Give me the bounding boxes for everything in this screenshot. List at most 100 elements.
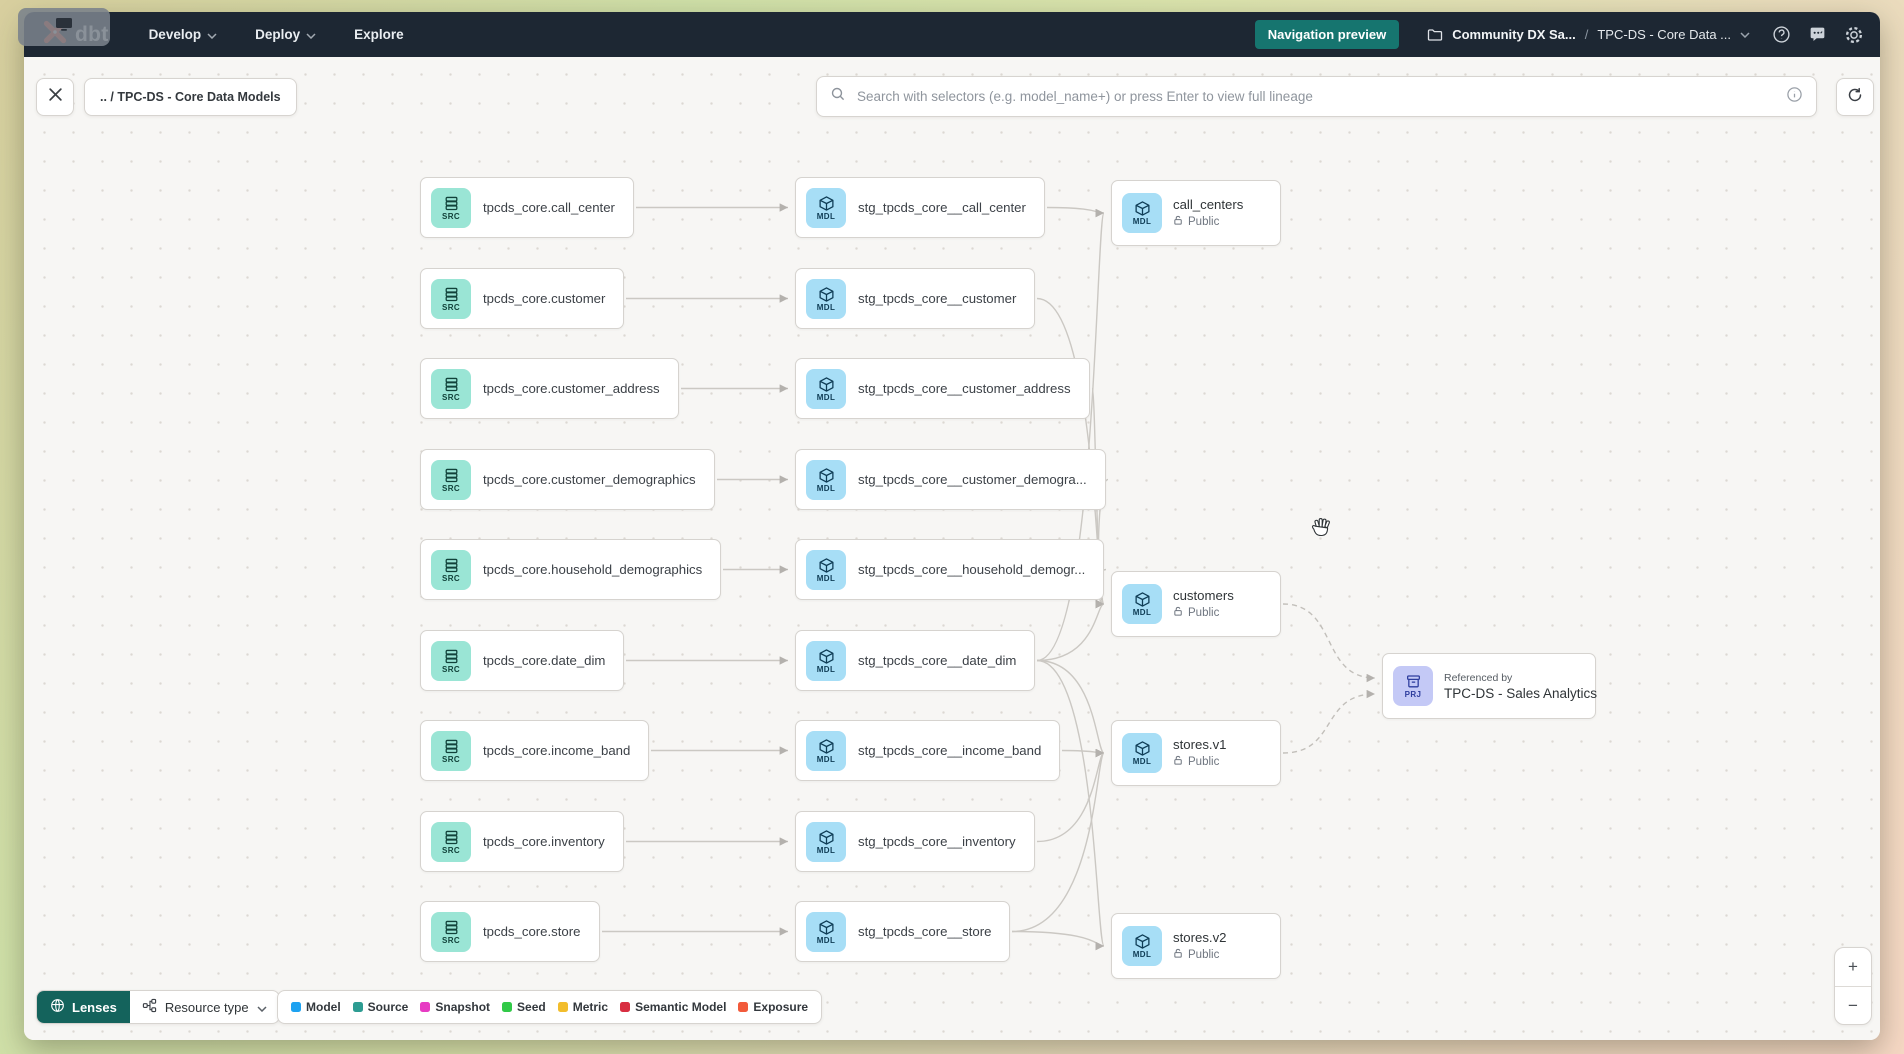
node-badge: MDL (816, 845, 836, 855)
node-badge: MDL (1132, 950, 1152, 959)
nav-item-label: Develop (148, 27, 202, 42)
node-badge: SRC (441, 664, 461, 674)
model-cube-icon: MDL (1122, 193, 1162, 233)
legend-item-source: Source (352, 1000, 409, 1014)
access-badge: Public (1173, 606, 1234, 620)
source-node[interactable]: SRC tpcds_core.household_demographics (420, 539, 722, 600)
zoom-in-button[interactable]: + (1848, 957, 1858, 976)
zoom-out-button[interactable]: − (1835, 986, 1871, 1024)
feedback-icon[interactable] (1808, 25, 1827, 44)
public-model-text: stores.v2 Public (1173, 930, 1227, 962)
lock-open-icon (1173, 948, 1184, 962)
model-cube-icon: MDL (806, 278, 846, 319)
node-badge: SRC (441, 483, 461, 493)
model-cube-icon: MDL (806, 911, 846, 952)
node-badge: MDL (816, 664, 836, 674)
node-badge: MDL (816, 392, 836, 402)
legend-label: Exposure (753, 1000, 809, 1014)
public-model-node[interactable]: MDL stores.v1 Public (1111, 720, 1281, 786)
nav-item-explore[interactable]: Explore (354, 27, 404, 42)
chevron-down-icon (257, 1000, 267, 1015)
public-model-node[interactable]: MDL stores.v2 Public (1111, 913, 1281, 979)
database-icon: SRC (431, 549, 471, 590)
resource-type-dropdown[interactable]: Resource type (130, 991, 279, 1023)
close-button[interactable] (36, 78, 74, 116)
node-badge: MDL (816, 302, 836, 312)
public-model-text: call_centers Public (1173, 197, 1243, 229)
legend-swatch (620, 1002, 631, 1012)
close-icon (48, 87, 63, 107)
lenses-button[interactable]: Lenses (37, 991, 130, 1023)
source-node[interactable]: SRC tpcds_core.customer (420, 268, 625, 329)
database-icon: SRC (431, 911, 471, 952)
zoom-controls: + − (1834, 947, 1872, 1025)
lineage-breadcrumb[interactable]: .. / TPC-DS - Core Data Models (84, 78, 297, 116)
breadcrumb-project[interactable]: Community DX Sa... (1452, 27, 1576, 42)
public-model-node[interactable]: MDL customers Public (1111, 571, 1281, 637)
public-model-node[interactable]: MDL call_centers Public (1111, 180, 1281, 246)
nav-item-label: Deploy (255, 27, 301, 42)
node-badge: MDL (816, 211, 836, 221)
staging-model-node[interactable]: MDL stg_tpcds_core__inventory (795, 811, 1035, 872)
node-label: stg_tpcds_core__customer (858, 291, 1017, 306)
node-badge: SRC (441, 302, 461, 312)
navigation-preview-button[interactable]: Navigation preview (1254, 20, 1400, 49)
model-cube-icon: MDL (806, 549, 846, 590)
node-label: stg_tpcds_core__inventory (858, 834, 1016, 849)
breadcrumb-page[interactable]: TPC-DS - Core Data ... (1597, 27, 1731, 42)
node-label: stg_tpcds_core__household_demogr... (858, 562, 1086, 577)
lock-open-icon (1173, 755, 1184, 769)
source-node[interactable]: SRC tpcds_core.customer_demographics (420, 449, 715, 510)
node-label: customers (1173, 588, 1234, 603)
model-cube-icon: MDL (806, 821, 846, 862)
nav-item-deploy[interactable]: Deploy (255, 27, 316, 42)
database-icon: SRC (431, 821, 471, 862)
screen-share-tab (18, 8, 110, 46)
source-node[interactable]: SRC tpcds_core.inventory (420, 811, 624, 872)
search-box (816, 76, 1817, 117)
topbar-icons (1772, 25, 1864, 45)
staging-model-node[interactable]: MDL stg_tpcds_core__household_demogr... (795, 539, 1105, 600)
database-icon: SRC (431, 187, 471, 228)
help-icon[interactable] (1772, 25, 1791, 44)
chevron-down-icon[interactable] (1740, 31, 1750, 38)
settings-gear-icon[interactable] (1844, 25, 1864, 45)
project-reference-node[interactable]: PRJ Referenced by TPC-DS - Sales Analyti… (1382, 653, 1597, 719)
refresh-button[interactable] (1836, 78, 1874, 116)
legend-label: Model (306, 1000, 341, 1014)
legend-label: Semantic Model (635, 1000, 727, 1014)
model-cube-icon: MDL (1122, 926, 1162, 966)
search-icon (830, 86, 846, 107)
node-label: tpcds_core.inventory (483, 834, 605, 849)
search-input[interactable] (855, 88, 1777, 105)
node-badge: SRC (441, 211, 461, 221)
staging-model-node[interactable]: MDL stg_tpcds_core__customer (795, 268, 1036, 329)
lock-open-icon (1173, 606, 1184, 620)
node-label: tpcds_core.customer_demographics (483, 472, 696, 487)
node-badge: MDL (1132, 217, 1152, 226)
lock-open-icon (1173, 215, 1184, 229)
node-label: tpcds_core.household_demographics (483, 562, 703, 577)
legend-swatch (420, 1002, 431, 1012)
legend-swatch (738, 1002, 749, 1012)
info-icon[interactable] (1786, 86, 1803, 108)
node-badge: MDL (816, 483, 836, 493)
database-icon: SRC (431, 278, 471, 319)
node-label: stg_tpcds_core__income_band (858, 743, 1042, 758)
legend-label: Source (367, 1000, 409, 1014)
nav-item-develop[interactable]: Develop (149, 27, 218, 42)
node-label: tpcds_core.customer (483, 291, 606, 306)
